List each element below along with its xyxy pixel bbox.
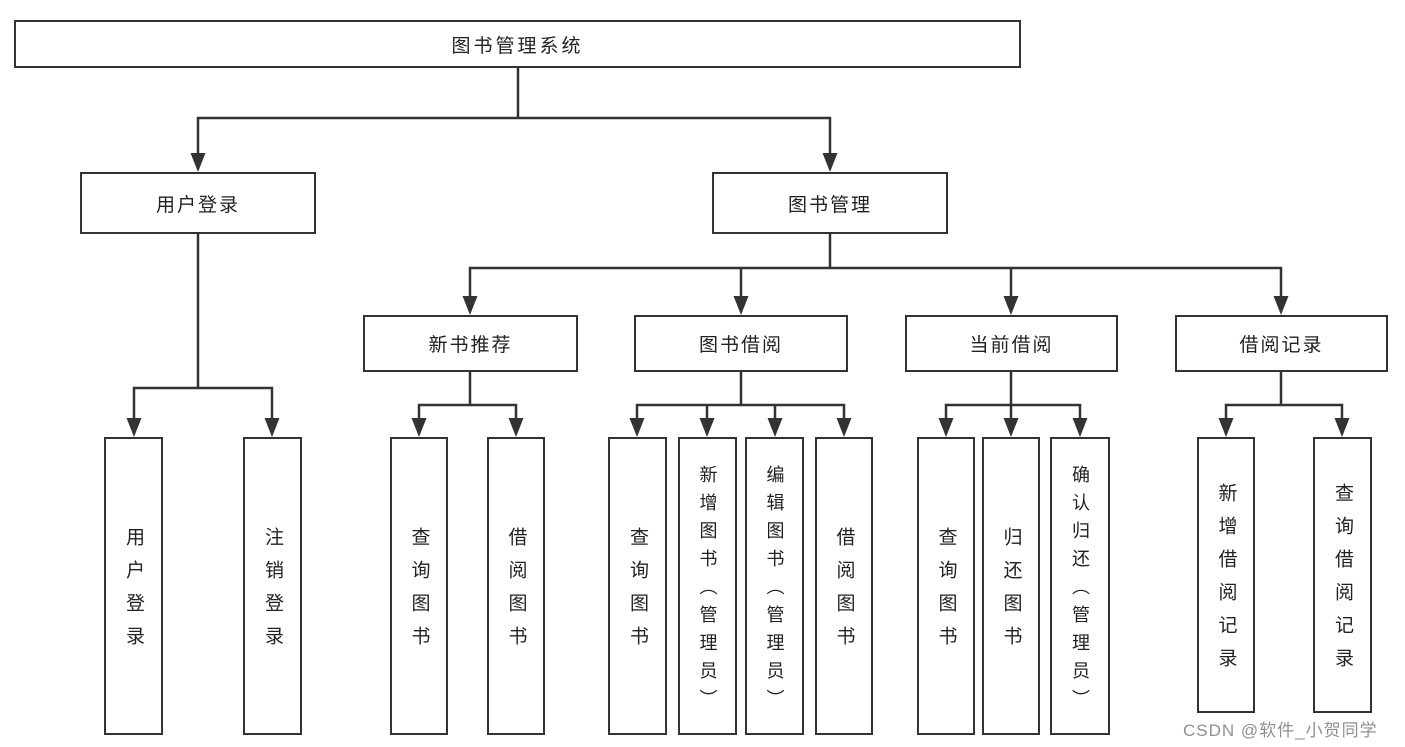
node-library-management-system: 图书管理系统	[14, 20, 1021, 68]
node-label: 借阅图书	[833, 527, 855, 659]
node-label: 借阅图书	[505, 527, 527, 659]
node-return-book: 归还图书	[982, 437, 1040, 735]
node-borrowing-records: 借阅记录	[1175, 315, 1388, 372]
node-add-borrow-record: 新增借阅记录	[1197, 437, 1255, 713]
csdn-watermark: CSDN @软件_小贺同学	[1183, 721, 1378, 740]
node-label: 归还图书	[1000, 527, 1022, 659]
node-query-borrow-record: 查询借阅记录	[1313, 437, 1372, 713]
node-borrow-books-recommend: 借阅图书	[487, 437, 545, 735]
node-label: 注销登录	[262, 527, 283, 659]
node-current-borrowing: 当前借阅	[905, 315, 1118, 372]
node-label: 查询图书	[935, 527, 957, 659]
node-label: 查询图书	[408, 527, 430, 659]
node-edit-book-admin: 编辑图书（管理员）	[745, 437, 804, 735]
node-label: 新增借阅记录	[1215, 483, 1237, 681]
node-query-books-current: 查询图书	[917, 437, 975, 735]
node-user-login-leaf: 用户登录	[104, 437, 163, 735]
node-query-books-borrow: 查询图书	[608, 437, 667, 735]
node-label: 用户登录	[123, 527, 144, 659]
node-add-book-admin: 新增图书（管理员）	[678, 437, 737, 735]
node-query-books-recommend: 查询图书	[390, 437, 448, 735]
node-book-management: 图书管理	[712, 172, 948, 234]
node-new-book-recommendation: 新书推荐	[363, 315, 578, 372]
node-logout-leaf: 注销登录	[243, 437, 302, 735]
node-label: 编辑图书（管理员）	[764, 465, 785, 717]
node-label: 确认归还（管理员）	[1070, 465, 1090, 717]
node-borrow-books-leaf: 借阅图书	[815, 437, 873, 735]
node-label: 查询图书	[627, 527, 648, 659]
node-book-borrowing: 图书借阅	[634, 315, 848, 372]
node-user-login: 用户登录	[80, 172, 316, 234]
node-label: 查询借阅记录	[1332, 483, 1353, 681]
node-confirm-return-admin: 确认归还（管理员）	[1050, 437, 1110, 735]
node-label: 新增图书（管理员）	[697, 465, 718, 717]
